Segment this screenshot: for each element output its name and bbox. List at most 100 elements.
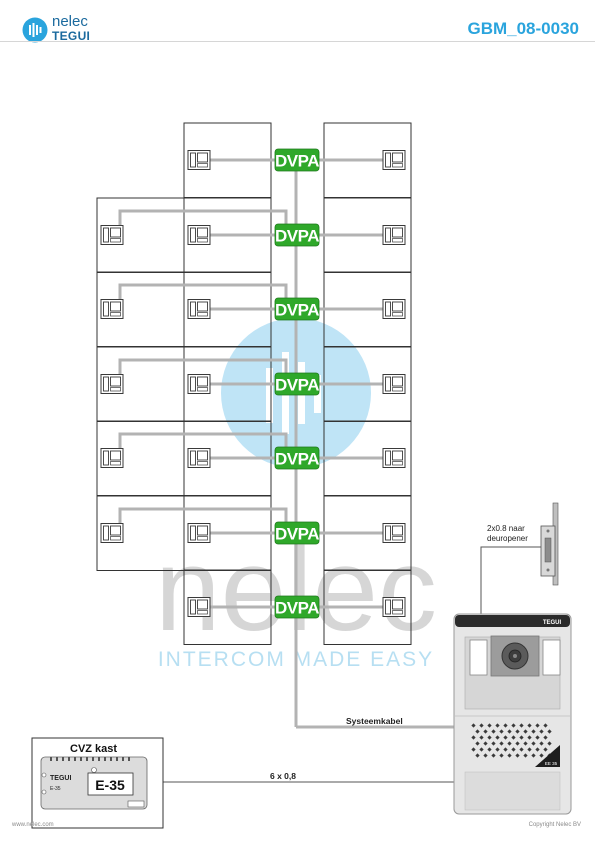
cable-spec-label: 6 x 0,8 [270,771,296,781]
grille-hole [475,729,480,734]
grille-hole [527,723,532,728]
monitor-wire [118,358,288,384]
panel-brand: TEGUI [543,620,562,626]
grille-hole [483,753,488,758]
nelec-logo-icon [22,17,48,43]
grille-hole [503,723,508,728]
grille-hole [543,747,548,752]
brand-logo: nelec TEGUI [22,13,132,48]
monitor-icon [382,523,406,543]
grille-hole [531,753,536,758]
grille-hole [475,741,480,746]
door-opener-label-1: 2x0.8 naar [487,524,525,533]
dvpa-label: DVPA [275,376,319,395]
grille-hole [479,723,484,728]
grille-hole [483,729,488,734]
monitor-icon [187,448,211,468]
grille-hole [535,747,540,752]
grille-hole [523,741,528,746]
speaker-grille [471,723,552,758]
grille-hole [503,747,508,752]
grille-hole [475,753,480,758]
grille-hole [499,753,504,758]
dvpa-label: DVPA [275,450,319,469]
grille-hole [531,729,536,734]
grille-hole [519,747,524,752]
system-cable-label: Systeemkabel [346,716,403,726]
outdoor-panel: TEGUI EE 35 [453,613,572,815]
grille-hole [499,741,504,746]
grille-hole [523,753,528,758]
grille-hole [507,729,512,734]
dvpa-module [274,595,320,619]
grille-hole [495,735,500,740]
grille-hole [511,747,516,752]
monitor-icon [382,374,406,394]
monitor-wire [118,507,288,533]
grille-hole [515,741,520,746]
footer-copyright: Copyright Nelec BV [528,822,581,828]
dvpa-label: DVPA [275,227,319,246]
grille-hole [531,741,536,746]
monitor-icon [382,448,406,468]
dvpa-module [274,223,320,247]
dvpa-module [274,446,320,470]
monitor-icon [187,225,211,245]
dvpa-module [274,521,320,545]
monitor-wire [118,209,288,235]
monitor-wire [118,432,288,458]
monitor-icon [187,299,211,319]
monitor-icon [100,299,124,319]
grille-hole [523,729,528,734]
dvpa-label: DVPA [275,152,319,171]
monitor-icon [382,299,406,319]
monitor-icon [100,225,124,245]
grille-hole [519,723,524,728]
grille-hole [539,741,544,746]
monitor-icon [382,225,406,245]
grille-hole [515,753,520,758]
grille-hole [471,735,476,740]
grille-hole [483,741,488,746]
grille-hole [543,723,548,728]
grille-hole [515,729,520,734]
grille-hole [519,735,524,740]
monitor-icon [382,150,406,170]
monitor-icon [382,597,406,617]
grille-hole [547,741,552,746]
document-code: GBM_08-0030 [467,19,579,38]
grille-hole [499,729,504,734]
dvpa-label: DVPA [275,599,319,618]
grille-hole [511,723,516,728]
grille-hole [507,741,512,746]
grille-hole [507,753,512,758]
grille-hole [527,747,532,752]
monitor-icon [187,374,211,394]
grille-hole [471,723,476,728]
grille-hole [547,729,552,734]
dvpa-module [274,372,320,396]
grille-hole [535,735,540,740]
header-divider [0,41,595,42]
monitor-wire [118,283,288,309]
monitor-icon [100,448,124,468]
monitor-icon [187,150,211,170]
grille-hole [491,729,496,734]
dvpa-module [274,297,320,321]
dvpa-label: DVPA [275,525,319,544]
apartment-box [96,495,185,571]
grille-hole [543,735,548,740]
grille-hole [491,753,496,758]
grille-hole [487,747,492,752]
cvz-cabinet: CVZ kast TEGUI E-35 E-35 [31,737,164,829]
monitor-icon [187,597,211,617]
system-cabling: Systeemkabel 6 x 0,8 2x0.8 naar deuropen… [147,524,542,783]
brand-sub: TEGUI [52,29,91,43]
grille-hole [527,735,532,740]
psu-brand: TEGUI [50,775,71,782]
door-opener-label-2: deuropener [487,534,528,543]
grille-hole [479,735,484,740]
grille-hole [511,735,516,740]
